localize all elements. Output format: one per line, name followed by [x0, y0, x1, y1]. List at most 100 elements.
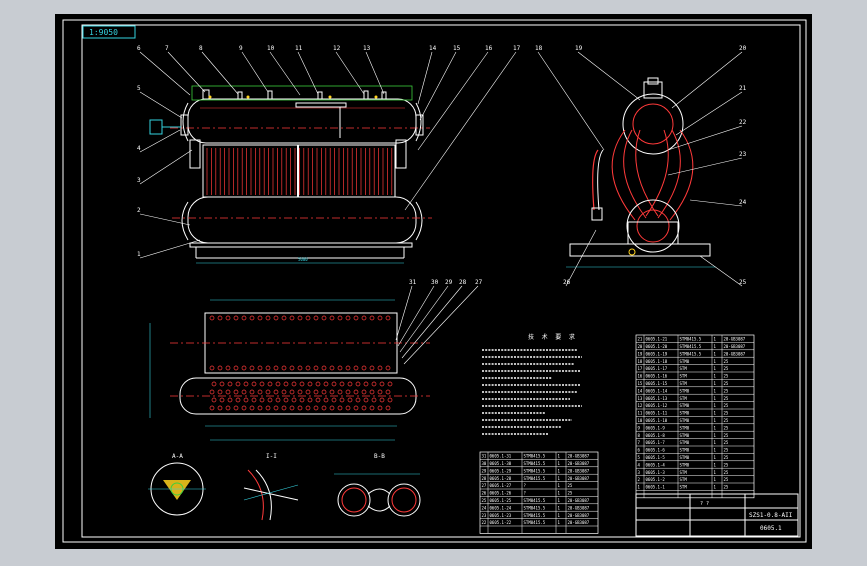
callout-label: 24 [739, 199, 747, 206]
callout-label: 13 [363, 45, 371, 52]
bom-cell: STM0 [680, 448, 690, 453]
bom-cell: 25 [724, 366, 729, 371]
bom-cell: 22 [482, 520, 487, 525]
bom-cell: 0605.1-20 [646, 344, 668, 349]
scale-tag-box [82, 25, 136, 39]
bom-cell: 0605.1-29 [490, 468, 512, 473]
callout-label: 6 [137, 45, 141, 52]
bom-cell: 25 [724, 433, 729, 438]
bom-cell: STM [680, 477, 688, 482]
bom-cell: 1 [714, 351, 717, 356]
bom-cell: STM0 [680, 411, 690, 416]
bom-cell: 0605.1-17 [646, 366, 668, 371]
bom-cell: 25 [724, 396, 729, 401]
bom-cell: 7 [638, 440, 641, 445]
bom-cell: 1 [714, 455, 717, 460]
callout-label: 12 [333, 45, 341, 52]
side-view [566, 77, 716, 268]
bom-cell: 20-GB3087 [568, 476, 590, 481]
bom-cell: 0605.1-5 [646, 455, 666, 460]
bom-cell: 25 [724, 381, 729, 386]
callout-label: 4 [137, 145, 141, 152]
drawing-code: SZS1-0.8-AII [749, 512, 793, 519]
technical-notes: 技 术 要 求 [482, 333, 582, 435]
bom-cell: 0605.1-22 [490, 520, 512, 525]
bom-cell: 30 [482, 461, 487, 466]
title-cell-1: ? ? [700, 501, 709, 507]
bom-cell: 1 [714, 366, 717, 371]
bom-cell: STM0 [680, 440, 690, 445]
bom-cell: STM0415.5 [524, 498, 546, 503]
bom-cell: 0605.1-14 [646, 388, 668, 393]
bom-cell: 17 [638, 366, 643, 371]
bom-cell: ? [524, 483, 527, 488]
bom-cell: 1 [714, 477, 717, 482]
bom-cell: 1 [714, 359, 717, 364]
bom-cell: 1 [714, 470, 717, 475]
bom-cell: 25 [724, 440, 729, 445]
bom-cell: 1 [558, 461, 561, 466]
bom-cell: STM [680, 470, 688, 475]
bom-cell: 21 [638, 337, 643, 342]
bom-cell: 0605.1-18 [646, 359, 668, 364]
bom-cell: 20-GB3087 [568, 461, 590, 466]
model-space-background [55, 14, 812, 549]
bom-cell: STM0415.5 [680, 351, 702, 356]
bom-cell: 0605.1-25 [490, 498, 512, 503]
callout-label: 21 [739, 85, 747, 92]
bom-cell: 1 [714, 374, 717, 379]
bom-cell: 0605.1-10 [646, 418, 668, 423]
bom-cell: STM [680, 366, 688, 371]
callout-label: 14 [429, 45, 437, 52]
bom-cell: 0605.1-30 [490, 461, 512, 466]
bom-cell: 1 [558, 468, 561, 473]
bom-cell: 0605.1-3 [646, 470, 666, 475]
bom-cell: 1 [558, 513, 561, 518]
section-label: I-I [266, 453, 277, 460]
bom-cell: 25 [724, 411, 729, 416]
callout-label: 26 [563, 279, 571, 286]
bom-cell: 0605.1-1 [646, 485, 666, 490]
bom-cell: 1 [558, 491, 561, 496]
bom-cell: 1 [638, 485, 641, 490]
bom-cell: 20-GB3087 [724, 337, 746, 342]
bom-cell: 25 [724, 470, 729, 475]
callout-label: 19 [575, 45, 583, 52]
bom-cell: 19 [638, 351, 643, 356]
bom-cell: 16 [638, 374, 643, 379]
bom-cell: STM0 [680, 433, 690, 438]
bom-cell: STM [680, 396, 688, 401]
bom-cell: 6 [638, 448, 641, 453]
callout-label: 5 [137, 85, 141, 92]
bom-cell: 28 [482, 476, 487, 481]
bom-cell: 25 [724, 359, 729, 364]
bom-cell: 0605.1-21 [646, 337, 668, 342]
bom-cell: 20-GB3087 [568, 505, 590, 510]
sheet-inner-frame [81, 24, 801, 538]
bom-cell: 0605.1-19 [646, 351, 668, 356]
callout-label: 28 [459, 279, 467, 286]
bom-cell: 25 [724, 374, 729, 379]
bom-cell: 0605.1-26 [490, 491, 512, 496]
title-block: ? ? SZS1-0.8-AII 0605.1 [635, 493, 799, 537]
callout-label: 27 [475, 279, 483, 286]
bom-cell: STM0415.5 [524, 454, 546, 459]
bom-cell: 26 [482, 491, 487, 496]
bom-cell: 0605.1-23 [490, 513, 512, 518]
bom-cell: 12 [638, 403, 643, 408]
bom-cell: 20-GB3087 [568, 520, 590, 525]
callout-label: 30 [431, 279, 439, 286]
callout-label: 31 [409, 279, 417, 286]
callout-label: 22 [739, 119, 747, 126]
bom-cell: 0605.1-8 [646, 433, 666, 438]
bom-cell: 1 [714, 425, 717, 430]
bom-cell: 1 [714, 388, 717, 393]
bom-cell: STM0 [680, 388, 690, 393]
bom-cell: 1 [558, 454, 561, 459]
bom-cell: 0605.1-7 [646, 440, 666, 445]
